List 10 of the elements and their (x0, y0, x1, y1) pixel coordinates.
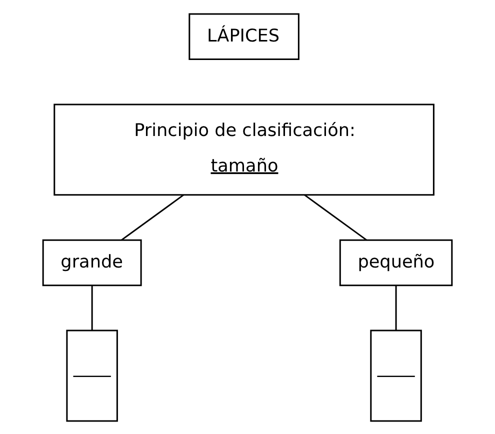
node-box (66, 329, 118, 422)
node-box (370, 329, 422, 422)
node-box: Principio de clasificación: tamaño (54, 103, 434, 196)
connector (304, 194, 368, 240)
node-box: pequeño (339, 238, 453, 286)
connector (91, 285, 93, 330)
node-box: grande (42, 238, 142, 286)
connector (395, 285, 397, 330)
node-box: LÁPICES (188, 12, 300, 60)
connector (121, 194, 184, 240)
